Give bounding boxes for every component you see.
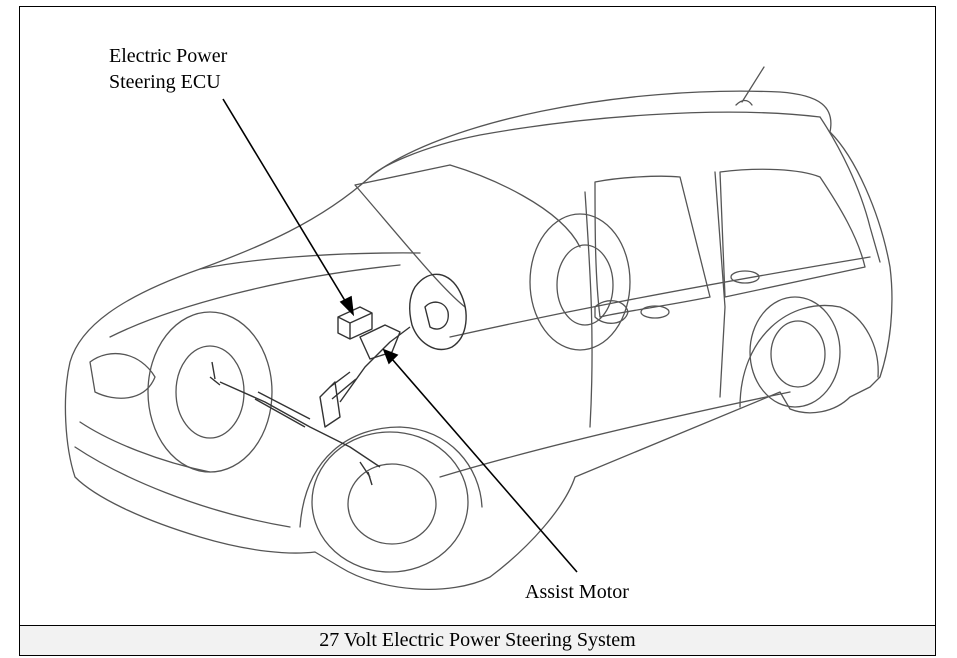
ecu-leader-line	[222, 98, 348, 305]
rear-left-wheel	[529, 213, 631, 351]
roof-line	[369, 111, 821, 178]
rear-door-line	[714, 171, 726, 398]
steering-gear	[319, 381, 341, 428]
ecu-label: Electric Power Steering ECU	[109, 45, 228, 93]
rear-window	[719, 168, 866, 298]
front-bumper	[74, 446, 291, 528]
side-sill	[439, 391, 791, 478]
assist-motor	[359, 324, 401, 360]
front-left-hub	[175, 345, 245, 439]
car-illustration	[64, 66, 893, 590]
assist-motor-label: Assist Motor	[525, 581, 629, 603]
steering-rack	[219, 381, 381, 468]
front-door-handle	[640, 305, 670, 319]
steering-wheel-hub	[424, 301, 449, 330]
tie-rod-right	[359, 461, 373, 486]
beltline	[449, 256, 871, 338]
antenna	[735, 66, 765, 106]
hood-crease	[109, 264, 401, 338]
rear-wheel-arch	[739, 304, 879, 408]
motor-leader-line	[391, 358, 578, 573]
diagram-area: Electric Power Steering ECU Assist Motor	[20, 7, 935, 627]
figure-caption: 27 Volt Electric Power Steering System	[20, 625, 935, 655]
motor-arrowhead	[382, 348, 399, 365]
car-body-outline	[64, 90, 893, 590]
side-mirror	[594, 300, 629, 324]
front-door-line	[584, 191, 593, 428]
rear-door-handle	[730, 270, 760, 284]
rear-glass	[819, 116, 881, 263]
figure-frame: Electric Power Steering ECU Assist Motor…	[19, 6, 936, 656]
ecu-box	[337, 306, 373, 340]
front-wheel-arch	[299, 426, 483, 528]
front-grille	[79, 421, 211, 473]
ecu-arrowhead	[339, 295, 355, 317]
front-right-wheel	[311, 431, 469, 573]
a-pillar	[449, 164, 581, 248]
rear-left-hub	[556, 244, 614, 326]
steering-column	[339, 326, 411, 403]
steering-rack-housing	[254, 391, 311, 428]
tie-rod-left	[209, 361, 221, 386]
rear-right-hub	[770, 320, 826, 388]
rear-right-wheel	[749, 296, 841, 408]
windshield	[354, 164, 466, 308]
front-right-hub	[347, 463, 437, 545]
headlight	[89, 352, 156, 399]
front-left-wheel	[147, 311, 273, 473]
steering-wheel	[408, 273, 467, 351]
hood-line	[199, 252, 421, 270]
